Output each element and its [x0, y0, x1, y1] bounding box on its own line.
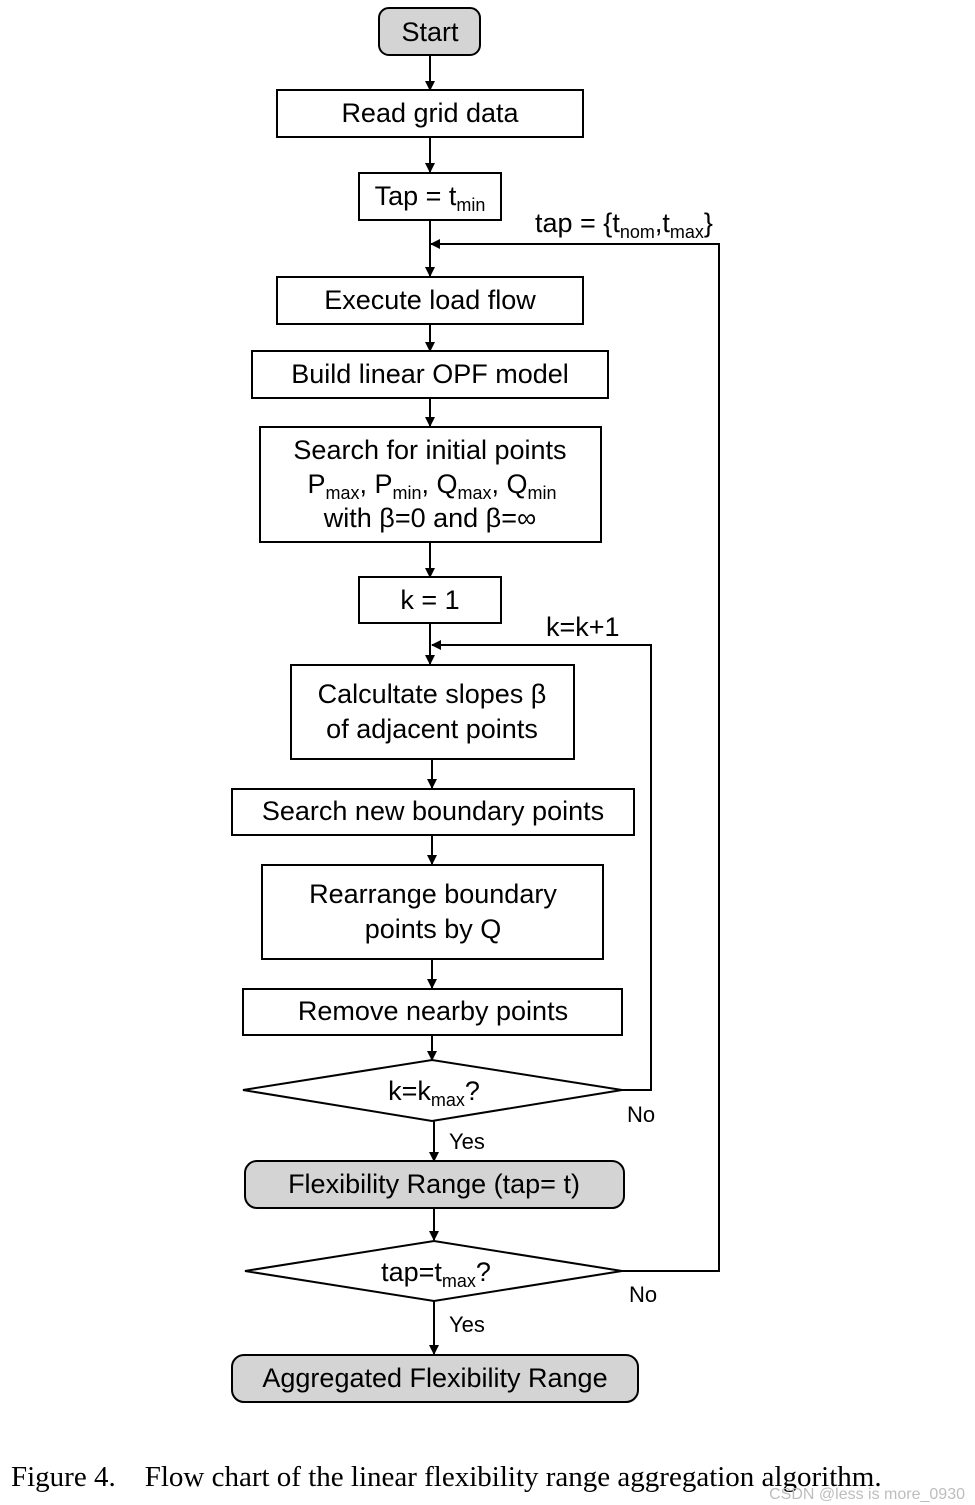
- remove-label: Remove nearby points: [298, 996, 568, 1026]
- connectors: [425, 55, 720, 1355]
- rearrange-line1: Rearrange boundary: [309, 879, 557, 909]
- decision-k-yes-label: Yes: [449, 1129, 485, 1154]
- search-new-node: Search new boundary points: [231, 788, 635, 836]
- decision-k-node: k=kmax?: [242, 1058, 623, 1123]
- read-grid-data-label: Read grid data: [341, 98, 519, 128]
- figure-caption: Figure 4. Flow chart of the linear flexi…: [11, 1461, 882, 1493]
- decision-tap-node: tap=tmax?: [244, 1239, 623, 1303]
- flexibility-range-label: Flexibility Range (tap= t): [288, 1169, 580, 1199]
- edge-tap-loop: [430, 239, 720, 1272]
- slopes-node: Calcultate slopes β of adjacent points: [290, 664, 575, 760]
- tap-loop-label: tap = {tnom,tmax}: [535, 208, 713, 242]
- build-opf-node: Build linear OPF model: [251, 350, 609, 399]
- aggregated-range-label: Aggregated Flexibility Range: [262, 1363, 607, 1393]
- flexibility-range-node: Flexibility Range (tap= t): [244, 1160, 625, 1209]
- remove-node: Remove nearby points: [242, 988, 623, 1036]
- rearrange-line2: points by Q: [365, 914, 502, 944]
- tap-init-node: Tap = tmin: [358, 172, 502, 221]
- watermark: CSDN @less is more_0930: [769, 1486, 965, 1503]
- rearrange-node: Rearrange boundary points by Q: [261, 864, 604, 960]
- decision-tap-yes-label: Yes: [449, 1312, 485, 1337]
- k-loop-label: k=k+1: [546, 612, 620, 642]
- search-initial-node: Search for initial points Pmax, Pmin, Qm…: [259, 426, 602, 543]
- decision-tap-label: tap=tmax?: [381, 1257, 491, 1291]
- execute-load-flow-node: Execute load flow: [276, 276, 584, 325]
- aggregated-range-node: Aggregated Flexibility Range: [231, 1354, 639, 1403]
- slopes-line2: of adjacent points: [326, 714, 538, 744]
- start-node: Start: [378, 7, 481, 56]
- k-init-label: k = 1: [400, 585, 459, 615]
- start-label: Start: [401, 17, 459, 47]
- edge-k-loop: [431, 640, 652, 1091]
- decision-k-no-label: No: [627, 1102, 655, 1127]
- k-init-node: k = 1: [358, 576, 502, 624]
- tap-init-label: Tap = tmin: [375, 181, 486, 215]
- build-opf-label: Build linear OPF model: [291, 359, 569, 389]
- search-initial-line3: with β=0 and β=∞: [323, 503, 536, 533]
- execute-load-flow-label: Execute load flow: [324, 285, 536, 315]
- slopes-line1: Calcultate slopes β: [318, 679, 547, 709]
- search-initial-line2: Pmax, Pmin, Qmax, Qmin: [307, 469, 556, 503]
- decision-k-label: k=kmax?: [388, 1076, 480, 1110]
- search-initial-line1: Search for initial points: [293, 435, 566, 465]
- search-new-label: Search new boundary points: [262, 796, 604, 826]
- decision-tap-no-label: No: [629, 1282, 657, 1307]
- read-grid-data-node: Read grid data: [276, 89, 584, 138]
